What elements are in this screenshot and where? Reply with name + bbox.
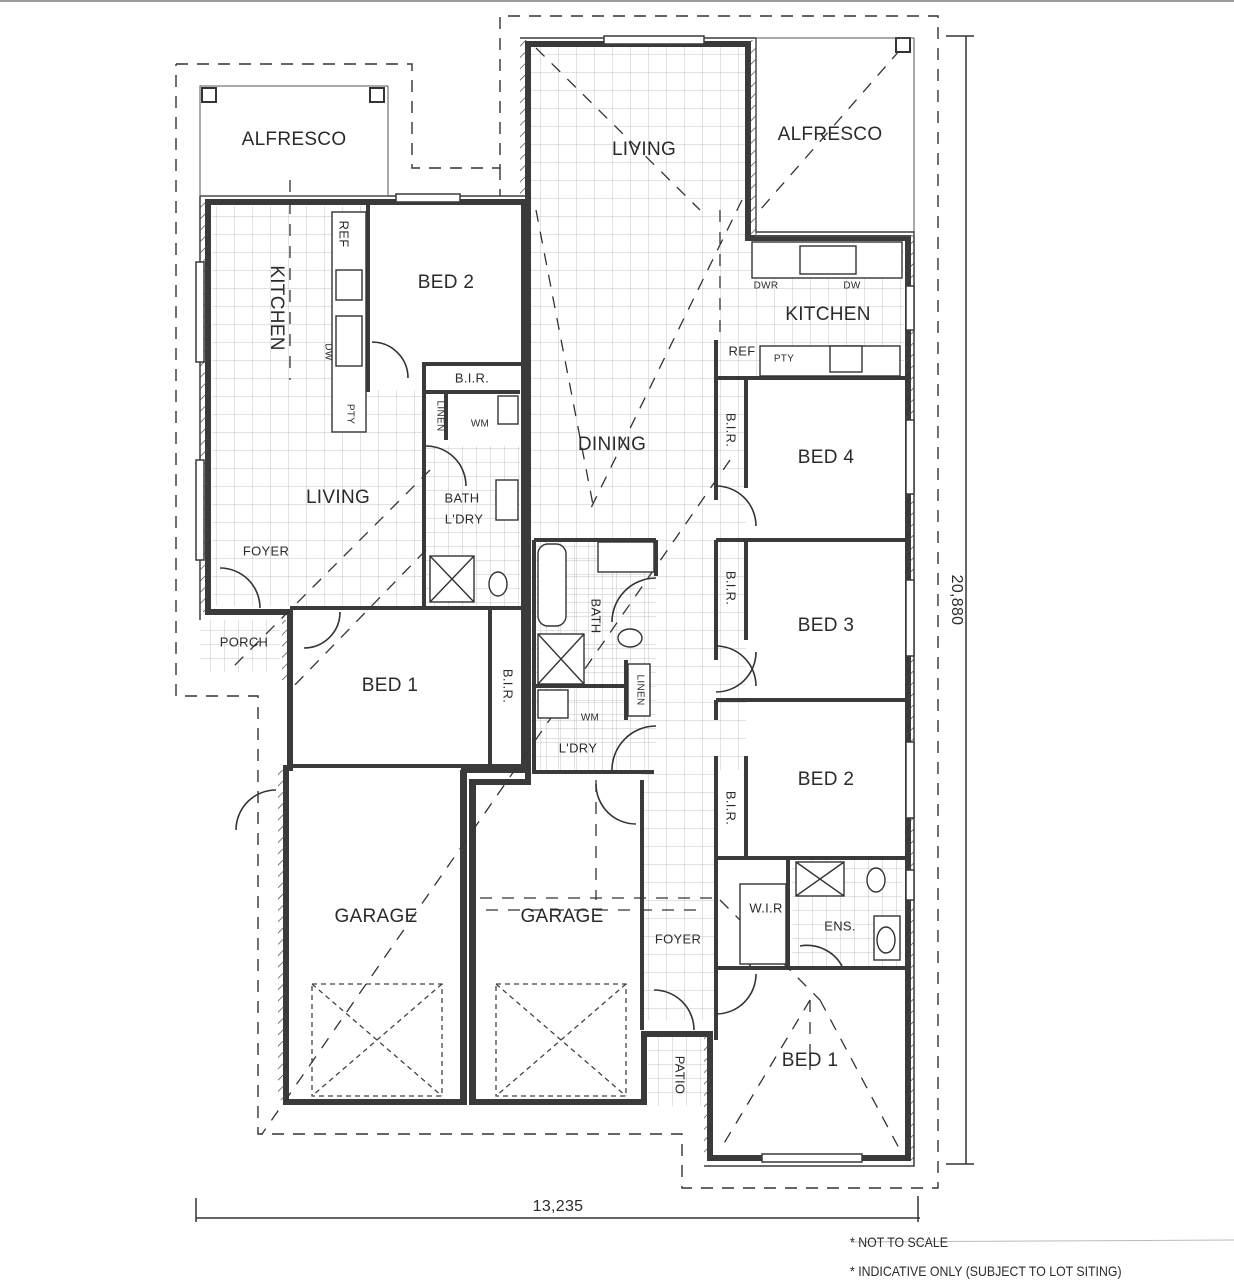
room-label-right-foyer: FOYER xyxy=(654,931,702,947)
fixture-label-left-ref: REF xyxy=(336,220,352,248)
fixture-label-left-wm: WM xyxy=(470,418,490,430)
room-label-left-porch: PORCH xyxy=(219,634,269,650)
windows xyxy=(195,35,915,1163)
room-label-left-bath: BATH xyxy=(444,490,480,506)
fixture-label-left-pty: PTY xyxy=(344,403,356,425)
room-label-left-bir-bed2: B.I.R. xyxy=(454,370,490,386)
room-label-right-garage: GARAGE xyxy=(520,906,604,927)
room-label-left-garage: GARAGE xyxy=(334,906,418,927)
fixture-label-right-pty: PTY xyxy=(773,353,795,365)
room-label-right-bed2: BED 2 xyxy=(797,769,855,790)
interior-walls xyxy=(290,204,906,1040)
room-label-left-bed2: BED 2 xyxy=(417,272,475,293)
hatched-wall-strips xyxy=(200,40,914,1160)
room-label-right-bir-bed3: B.I.R. xyxy=(723,570,739,606)
room-label-right-linen: LINEN xyxy=(634,674,646,706)
fixture-label-left-dw: DW xyxy=(322,343,334,361)
garage-doors xyxy=(311,983,627,1097)
room-label-right-bed4: BED 4 xyxy=(797,447,855,468)
garage-divider-wall xyxy=(460,770,476,1102)
fixture-label-right-ref: REF xyxy=(728,343,756,359)
room-label-right-kitchen: KITCHEN xyxy=(785,304,871,325)
alfresco-outlines xyxy=(199,37,915,237)
dimension-width: 13,235 xyxy=(532,1198,584,1215)
alfresco-posts xyxy=(201,37,911,103)
room-label-right-bir-bed4: B.I.R. xyxy=(723,412,739,448)
roof-outline-dashed xyxy=(175,15,939,1189)
room-label-left-living: LIVING xyxy=(305,487,371,508)
room-label-right-bath: BATH xyxy=(588,598,604,634)
note-indicative-only: * INDICATIVE ONLY (SUBJECT TO LOT SITING… xyxy=(850,1263,1122,1279)
fixture-label-right-wm: WM xyxy=(580,712,600,724)
room-label-right-bed3: BED 3 xyxy=(797,615,855,636)
room-label-right-living: LIVING xyxy=(611,139,677,160)
room-label-left-alfresco: ALFRESCO xyxy=(241,129,347,150)
room-label-right-wir: W.I.R xyxy=(749,900,783,916)
fixture-label-right-dwr: DWR xyxy=(753,280,779,292)
room-label-left-linen: LINEN xyxy=(434,400,446,432)
note-not-to-scale: * NOT TO SCALE xyxy=(850,1234,948,1250)
page-top-border xyxy=(0,0,1234,2)
fixture-label-right-dw: DW xyxy=(843,280,861,292)
room-label-right-alfresco: ALFRESCO xyxy=(777,124,883,145)
room-label-left-foyer: FOYER xyxy=(242,543,290,559)
room-label-left-bir-bed1: B.I.R. xyxy=(500,668,516,704)
fixtures xyxy=(331,211,903,965)
dimension-lines xyxy=(195,35,1234,1243)
room-label-left-bed1: BED 1 xyxy=(361,675,419,696)
room-label-right-ldry: L'DRY xyxy=(558,740,598,756)
room-label-left-ldry: L'DRY xyxy=(444,511,484,527)
room-label-right-bed1: BED 1 xyxy=(781,1050,839,1071)
room-label-right-bir-bed2: B.I.R. xyxy=(723,790,739,826)
room-label-right-patio: PATIO xyxy=(672,1055,688,1095)
dimension-depth: 20,880 xyxy=(948,574,965,626)
room-label-left-kitchen: KITCHEN xyxy=(266,265,287,351)
room-label-right-dining: DINING xyxy=(577,434,647,455)
room-label-right-ens: ENS. xyxy=(824,918,856,934)
